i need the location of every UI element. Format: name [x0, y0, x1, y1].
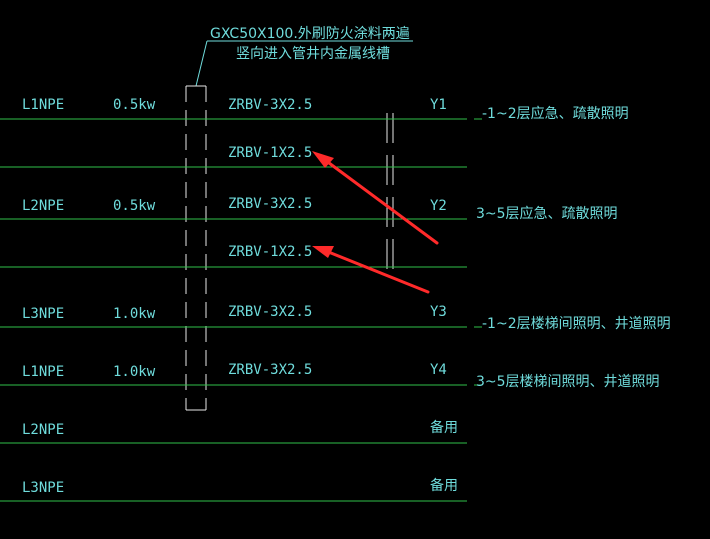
cable-label-secondary: ZRBV-1X2.5: [228, 145, 312, 161]
circuit-code: Y4: [430, 362, 447, 378]
circuit-description: -1~2层应急、疏散照明: [482, 105, 629, 122]
circuit-code: Y3: [430, 304, 447, 320]
circuit-code: Y2: [430, 198, 447, 214]
cable-label: ZRBV-3X2.5: [228, 362, 312, 378]
annotation-arrow-2: [312, 246, 430, 294]
power-label: 0.5kw: [113, 198, 156, 214]
cable-label: ZRBV-3X2.5: [228, 196, 312, 212]
phase-label: L3NPE: [22, 480, 64, 496]
circuit-description: -1~2层楼梯间照明、井道照明: [482, 316, 671, 332]
spare-label: 备用: [430, 477, 458, 494]
phase-label: L1NPE: [22, 97, 64, 113]
circuit-description: 3~5层楼梯间照明、井道照明: [476, 374, 660, 390]
power-label: 1.0kw: [113, 364, 156, 380]
annotation-arrow-1: [312, 151, 439, 245]
circuit-description: 3~5层应急、疏散照明: [476, 205, 618, 222]
cable-label: ZRBV-3X2.5: [228, 304, 312, 320]
header-leader-line: [195, 40, 208, 87]
phase-label: L2NPE: [22, 422, 64, 438]
cable-label-secondary: ZRBV-1X2.5: [228, 244, 312, 260]
phase-label: L2NPE: [22, 198, 64, 214]
power-label: 0.5kw: [113, 97, 156, 113]
header-line2: 竖向进入管井内金属线槽: [236, 46, 390, 62]
power-label: 1.0kw: [113, 306, 156, 322]
cable-label: ZRBV-3X2.5: [228, 97, 312, 113]
spare-label: 备用: [430, 419, 458, 436]
phase-label: L1NPE: [22, 364, 64, 380]
header-line1: GXC50X100.外刷防火涂料两遍: [210, 26, 410, 42]
phase-label: L3NPE: [22, 306, 64, 322]
circuit-code: Y1: [430, 97, 447, 113]
